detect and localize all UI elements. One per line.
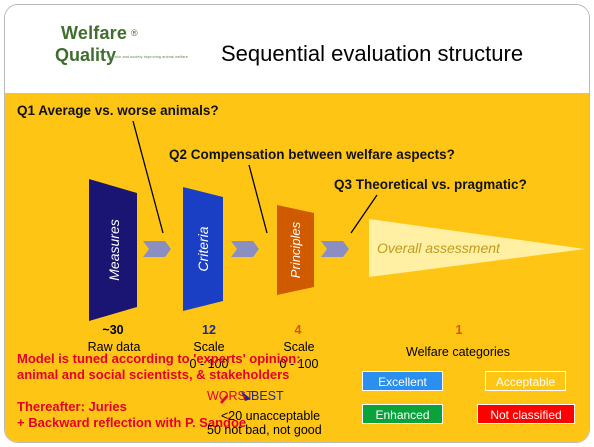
label-welfare-categories: Welfare categories bbox=[406, 345, 510, 359]
worst-arrow-mark bbox=[220, 395, 228, 404]
label-principles-scale: Scale bbox=[283, 340, 315, 354]
q3-pointer-line bbox=[350, 194, 378, 234]
label-criteria-range: 0 - 100 bbox=[189, 357, 229, 371]
model-note-line2: animal and social scientists, & stakehol… bbox=[17, 367, 290, 382]
slide-frame: Welfare ® Quality Science and society im… bbox=[4, 4, 590, 443]
label-principles-range: 0 - 100 bbox=[279, 357, 319, 371]
arrow-criteria-to-principles bbox=[231, 241, 259, 257]
best-arrow-mark bbox=[241, 391, 251, 401]
count-criteria: 12 bbox=[202, 323, 216, 337]
juries-note-line1: Thereafter: Juries bbox=[17, 399, 127, 414]
model-note-line1: Model is tuned according to 'experts' op… bbox=[17, 351, 301, 366]
logo-registered-mark: ® bbox=[131, 28, 138, 38]
stage-overall-triangle bbox=[369, 219, 585, 277]
question-q1: Q1 Average vs. worse animals? bbox=[17, 103, 219, 118]
category-not-classified: Not classified bbox=[477, 404, 575, 424]
stage-principles-label: Principles bbox=[288, 221, 303, 278]
label-criteria-scale: Scale bbox=[193, 340, 225, 354]
scale-best-label: BEST bbox=[251, 389, 284, 403]
count-principles: 4 bbox=[294, 323, 302, 337]
threshold-unacceptable-label: <20 unacceptable bbox=[221, 409, 321, 423]
scale-worst-label: WORST bbox=[207, 389, 254, 403]
juries-note-line2: + Backward reflection with P. Sandoe bbox=[17, 415, 247, 430]
welfare-quality-logo: Welfare ® Quality Science and society im… bbox=[53, 23, 198, 83]
slide-title: Sequential evaluation structure bbox=[221, 41, 524, 66]
content-panel: Q1 Average vs. worse animals? Q2 Compens… bbox=[5, 93, 589, 442]
threshold-not-bad-label: 50 not bad, not good bbox=[207, 423, 322, 437]
juries-note: Thereafter: Juries + Backward reflection… bbox=[17, 399, 246, 431]
stage-measures-label: Measures bbox=[106, 219, 122, 280]
evaluation-flow-diagram: Measures Criteria Principles Overall ass… bbox=[89, 120, 585, 404]
stage-overall-label: Overall assessment bbox=[377, 240, 501, 256]
question-q3: Q3 Theoretical vs. pragmatic? bbox=[334, 177, 527, 192]
stage-criteria-block bbox=[183, 187, 223, 311]
model-tuning-note: Model is tuned according to 'experts' op… bbox=[17, 351, 301, 383]
logo-tagline: Science and society improving animal wel… bbox=[107, 54, 188, 59]
question-q2: Q2 Compensation between welfare aspects? bbox=[169, 147, 455, 162]
logo-word-quality: Quality bbox=[55, 45, 117, 65]
count-overall: 1 bbox=[455, 323, 463, 337]
arrow-principles-to-overall bbox=[321, 241, 349, 257]
stage-principles-block bbox=[277, 205, 314, 295]
q1-pointer-line bbox=[132, 120, 164, 234]
stage-measures-block bbox=[89, 179, 137, 321]
category-excellent: Excellent bbox=[362, 371, 443, 391]
arrow-measures-to-criteria bbox=[143, 241, 171, 257]
category-enhanced: Enhanced bbox=[362, 404, 443, 424]
label-raw-data: Raw data bbox=[87, 340, 141, 354]
stage-criteria-label: Criteria bbox=[195, 226, 211, 271]
category-acceptable: Acceptable bbox=[485, 371, 566, 391]
count-measures: ~30 bbox=[102, 323, 124, 337]
logo-word-welfare: Welfare bbox=[61, 23, 128, 43]
q2-pointer-line bbox=[248, 164, 268, 234]
header: Welfare ® Quality Science and society im… bbox=[5, 5, 589, 93]
